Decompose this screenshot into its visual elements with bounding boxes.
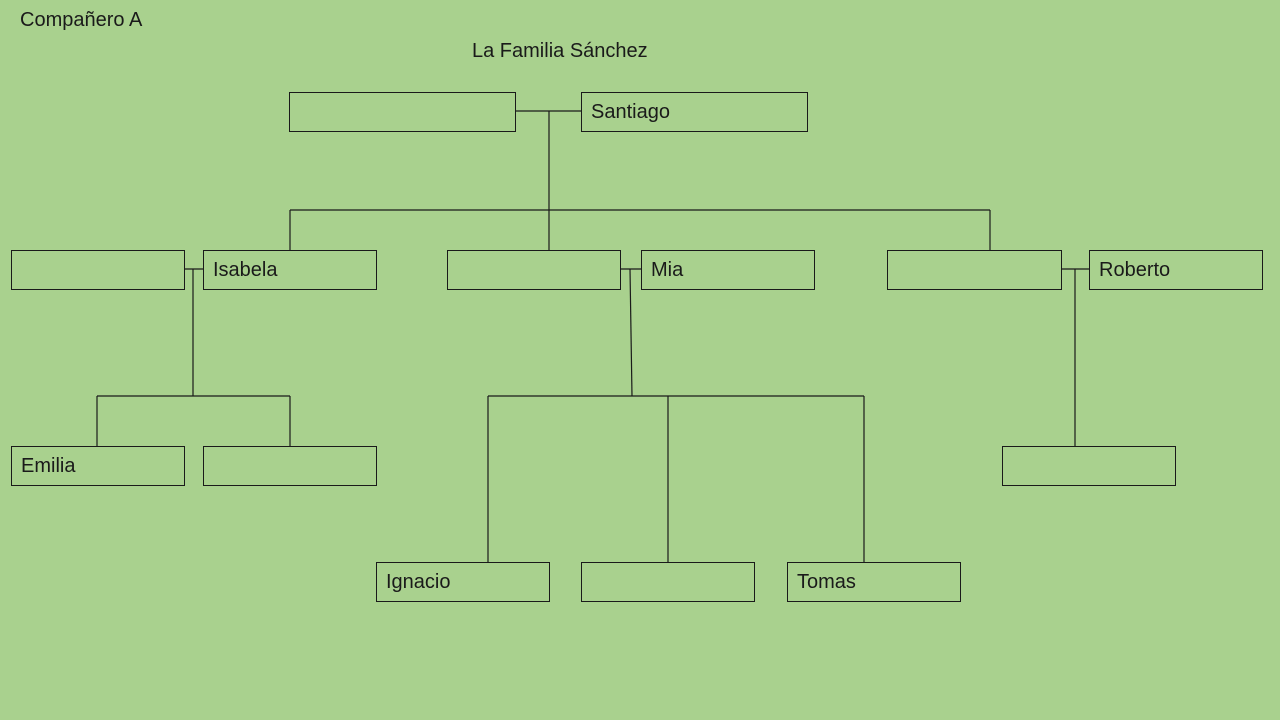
roberto-child-box[interactable] <box>1002 446 1176 486</box>
spouse-of-santiago-box[interactable] <box>289 92 516 132</box>
family-title: La Familia Sánchez <box>472 40 648 62</box>
connector-descent-mia <box>629 268 633 397</box>
santiago-box[interactable]: Santiago <box>581 92 808 132</box>
emilia-sibling-box[interactable] <box>203 446 377 486</box>
mia-box[interactable]: Mia <box>641 250 815 290</box>
partner-label: Compañero A <box>20 9 143 31</box>
spouse-of-mia-box[interactable] <box>447 250 621 290</box>
spouse-of-roberto-box[interactable] <box>887 250 1062 290</box>
spouse-of-isabela-box[interactable] <box>11 250 185 290</box>
ignacio-box[interactable]: Ignacio <box>376 562 550 602</box>
tomas-box[interactable]: Tomas <box>787 562 961 602</box>
roberto-box[interactable]: Roberto <box>1089 250 1263 290</box>
isabela-box[interactable]: Isabela <box>203 250 377 290</box>
middle-child-box[interactable] <box>581 562 755 602</box>
emilia-box[interactable]: Emilia <box>11 446 185 486</box>
